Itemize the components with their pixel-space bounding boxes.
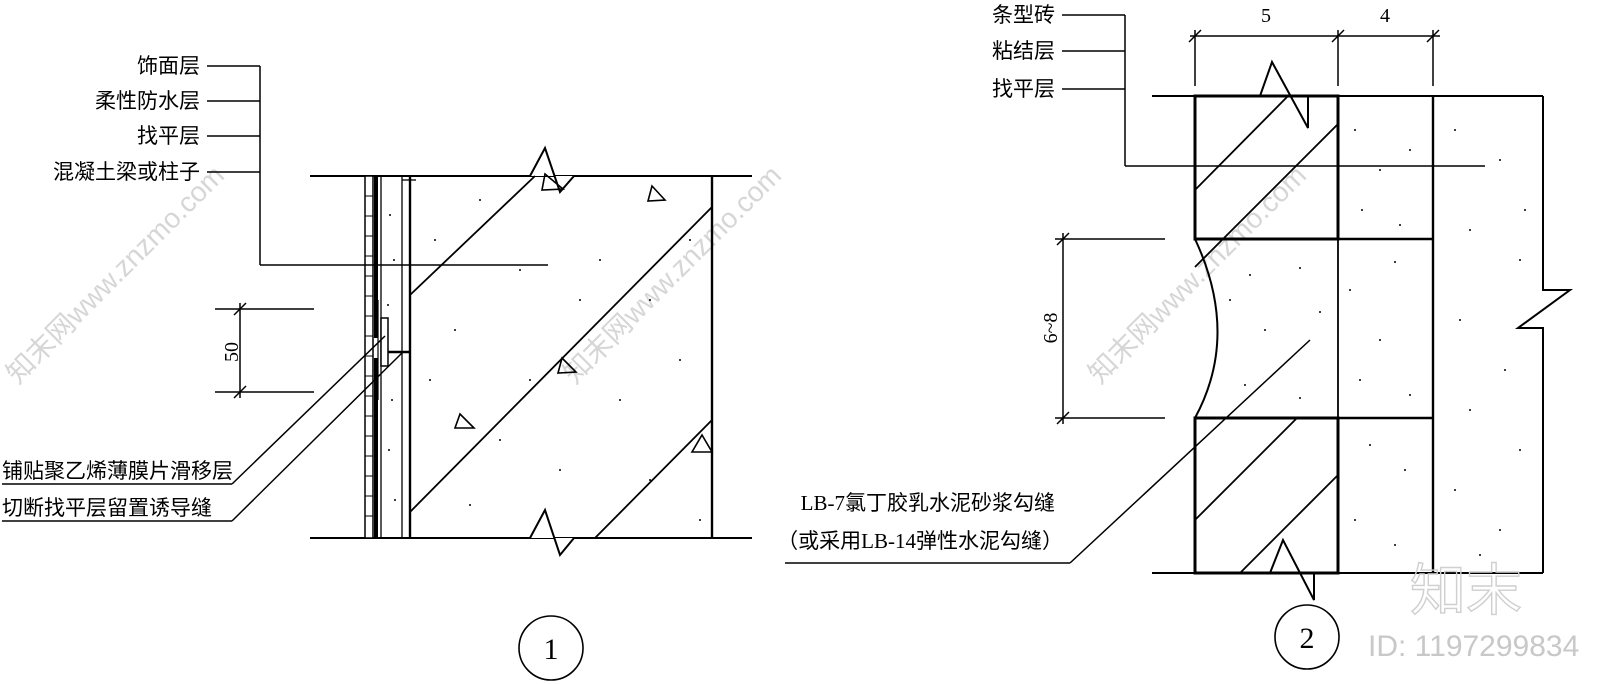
dimension-50: 50 [221, 342, 243, 362]
detail-2-labels: 条型砖 粘结层 找平层 5 4 6~8 LB-7氯丁胶乳水泥砂浆勾缝 （或采用L… [777, 3, 1390, 655]
concrete-dots [429, 199, 701, 521]
note-joint-mortar: LB-7氯丁胶乳水泥砂浆勾缝 [801, 491, 1055, 515]
tile-joints [365, 195, 373, 517]
dimension-4: 4 [1380, 5, 1390, 27]
detail-number-1: 1 [544, 633, 559, 666]
label-waterproof-layer: 柔性防水层 [95, 89, 200, 113]
label-concrete-beam: 混凝土梁或柱子 [53, 160, 200, 184]
detail-1-labels: 饰面层 柔性防水层 找平层 混凝土梁或柱子 50 铺贴聚乙烯薄膜片滑移层 切断找… [2, 54, 559, 666]
note-joint-alternative: （或采用LB-14弹性水泥勾缝） [777, 529, 1063, 553]
label-leveling-layer: 找平层 [137, 124, 200, 148]
note-induced-joint: 切断找平层留置诱导缝 [2, 496, 212, 520]
detail-2 [785, 14, 1574, 670]
watermark-layer: 知末网www.znzmo.com 知末网www.znzmo.com 知末网www… [0, 159, 1312, 389]
label-leveling-layer: 找平层 [992, 77, 1055, 101]
detail-1 [2, 65, 752, 681]
watermark-text: 知末网www.znzmo.com [1082, 159, 1312, 389]
watermark-text: 知末网www.znzmo.com [557, 159, 787, 389]
watermark-text: 知末网www.znzmo.com [0, 159, 230, 389]
watermark-logo: 知末 [1410, 559, 1522, 624]
note-sliding-layer: 铺贴聚乙烯薄膜片滑移层 [2, 459, 233, 483]
label-bonding-layer: 粘结层 [992, 39, 1055, 63]
detail-number-2: 2 [1300, 622, 1315, 655]
watermark-id: ID: 1197299834 [1368, 630, 1579, 663]
dimension-6-8: 6~8 [1040, 313, 1062, 344]
dimension-5: 5 [1261, 5, 1271, 27]
label-strip-brick: 条型砖 [992, 3, 1055, 27]
label-finish-layer: 饰面层 [137, 54, 200, 78]
